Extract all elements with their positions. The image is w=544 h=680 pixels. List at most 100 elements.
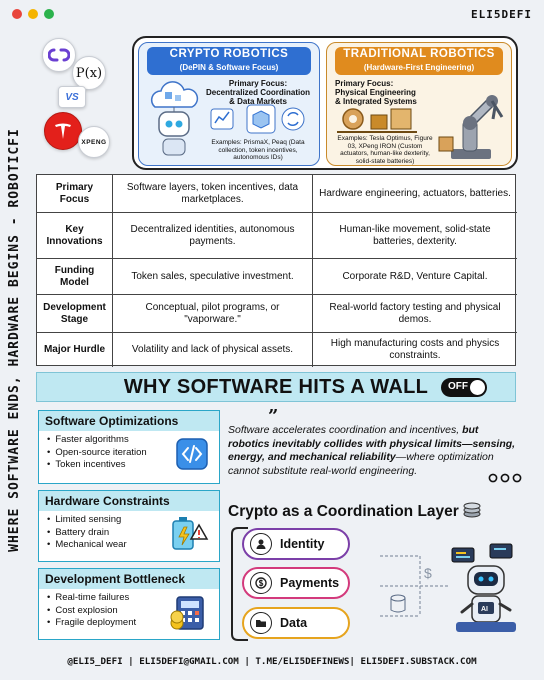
traditional-examples: Examples: Tesla Optimus, Figure 03, XPen… (337, 135, 433, 165)
side-vertical-label: WHERE SOFTWARE ENDS, HARDWARE BEGINS - R… (7, 128, 22, 552)
tesla-logo (44, 112, 82, 150)
off-toggle[interactable]: OFF (441, 378, 487, 397)
calculator-coins-icon (170, 596, 204, 630)
table-row: Funding Model Token sales, speculative i… (37, 259, 517, 295)
prismax-logo (42, 38, 76, 72)
crypto-cell: Software layers, token incentives, data … (113, 175, 313, 212)
toggle-knob (470, 380, 485, 395)
maximize-window-dot[interactable] (44, 9, 54, 19)
infinity-link-icon (48, 48, 70, 62)
crypto-title: CRYPTO ROBOTICS (169, 48, 289, 60)
list-item: Fragile deployment (47, 617, 219, 630)
traditional-subtitle: (Hardware-First Engineering) (363, 63, 475, 72)
table-row: Key Innovations Decentralized identities… (37, 213, 517, 259)
traditional-cell: Hardware engineering, actuators, batteri… (319, 187, 511, 199)
traditional-cell: High manufacturing costs and physics con… (330, 338, 500, 361)
traditional-focus: Primary Focus: Physical Engineering & In… (335, 79, 417, 106)
pill-label: Identity (280, 537, 325, 551)
footer-contact: @ELI5_DEFI | ELI5DEFI@GMAIL.COM | T.ME/E… (67, 656, 477, 667)
card-title: Development Bottleneck (39, 569, 219, 589)
card-list: Real-time failures Cost explosion Fragil… (39, 589, 219, 630)
pill-label: Data (280, 616, 308, 630)
list-item: Open-source iteration (47, 447, 219, 460)
traditional-title: TRADITIONAL ROBOTICS (343, 48, 495, 60)
row-label: Development Stage (37, 295, 113, 332)
data-pill: Data (242, 607, 350, 639)
svg-text:AI: AI (481, 606, 488, 613)
quote-text: Software accelerates coordination and in… (228, 424, 518, 478)
coordination-title-text: Crypto as a Coordination Layer (228, 503, 459, 520)
crypto-robotics-column: CRYPTO ROBOTICS (DePIN & Software Focus)… (138, 42, 320, 166)
battery-warning-icon (172, 517, 209, 550)
pill-label: Payments (280, 576, 340, 590)
traditional-cell: Corporate R&D, Venture Capital. (342, 270, 488, 282)
list-item: Limited sensing (47, 514, 219, 527)
table-row: Major Hurdle Volatility and lack of phys… (37, 333, 517, 367)
development-bottleneck-card: Development Bottleneck Real-time failure… (38, 568, 220, 640)
virtuals-logo: VS (58, 86, 86, 108)
list-item: Token incentives (47, 459, 219, 472)
network-robot-illustration: $ AI (380, 543, 516, 632)
quote-lead: Software accelerates coordination and in… (228, 424, 463, 436)
section-banner: WHY SOFTWARE HITS A WALL OFF (36, 372, 516, 402)
table-row: Primary Focus Software layers, token inc… (37, 175, 517, 213)
code-window-icon (176, 438, 208, 470)
crypto-cell: Conceptual, pilot programs, or "vaporwar… (113, 295, 313, 332)
vs-glyph: VS (65, 91, 79, 103)
crypto-cell: Token sales, speculative investment. (113, 259, 313, 294)
row-label: Primary Focus (37, 175, 113, 212)
card-title: Software Optimizations (39, 411, 219, 431)
data-folder-icon (250, 612, 272, 634)
traditional-cell: Human-like movement, solid-state batteri… (339, 223, 491, 247)
crypto-cell: Volatility and lack of physical assets. (113, 333, 313, 367)
crypto-examples: Examples: PrismaX, Peaq (Data collection… (211, 139, 305, 161)
row-label: Major Hurdle (37, 333, 113, 367)
quote-bold: but robotics inevitably collides with ph… (228, 424, 516, 463)
table-row: Development Stage Conceptual, pilot prog… (37, 295, 517, 333)
crypto-cell: Decentralized identities, autonomous pay… (113, 213, 313, 258)
quote-tail: —where optimization cannot substitute re… (228, 451, 494, 477)
crypto-subtitle: (DePIN & Software Focus) (179, 63, 279, 72)
coin-stack-icon (463, 502, 481, 518)
quote-mark: ” (268, 406, 279, 427)
dollar-coin-icon (250, 572, 272, 594)
minimize-window-dot[interactable] (28, 9, 38, 19)
p-x-glyph: P(x) (75, 65, 103, 81)
comparison-panel: CRYPTO ROBOTICS (DePIN & Software Focus)… (132, 36, 518, 170)
traditional-cell: Real-world factory testing and physical … (329, 301, 501, 325)
card-title: Hardware Constraints (39, 491, 219, 511)
banner-title: WHY SOFTWARE HITS A WALL (123, 375, 429, 398)
close-window-dot[interactable] (12, 9, 22, 19)
software-optimizations-card: Software Optimizations Faster algorithms… (38, 410, 220, 484)
identity-pill: Identity (242, 528, 350, 560)
toggle-label: OFF (448, 381, 468, 392)
layer-bracket (231, 527, 248, 641)
peaq-logo: P(x) (72, 56, 106, 90)
xpeng-mark-icon: XPENG (81, 138, 107, 146)
cloud-robot-illustration (150, 81, 199, 156)
more-dots-icon[interactable] (488, 473, 522, 483)
identity-badge-icon (250, 533, 272, 555)
crypto-header: CRYPTO ROBOTICS (DePIN & Software Focus) (147, 47, 311, 75)
data-market-illustration (210, 104, 305, 134)
coordination-title: Crypto as a Coordination Layer (228, 502, 481, 521)
card-list: Faster algorithms Open-source iteration … (39, 431, 219, 472)
list-item: Faster algorithms (47, 434, 219, 447)
window-top-bar: ELI5DEFI (0, 0, 544, 30)
crypto-focus: Primary Focus: Decentralized Coordinatio… (205, 79, 310, 106)
payments-pill: Payments (242, 567, 350, 599)
list-item: Cost explosion (47, 605, 219, 618)
robot-arm-illustration (438, 95, 504, 159)
list-item: Mechanical wear (47, 539, 219, 552)
tesla-t-icon (55, 123, 71, 139)
xpeng-logo: XPENG (78, 126, 110, 158)
list-item: Battery drain (47, 527, 219, 540)
brand-mark: ELI5DEFI (471, 8, 532, 21)
list-item: Real-time failures (47, 592, 219, 605)
row-label: Key Innovations (37, 213, 113, 258)
comparison-table: Primary Focus Software layers, token inc… (36, 174, 517, 367)
hardware-constraints-card: Hardware Constraints Limited sensing Bat… (38, 490, 220, 562)
row-label: Funding Model (37, 259, 113, 294)
card-list: Limited sensing Battery drain Mechanical… (39, 511, 219, 552)
factory-gears-illustration (337, 108, 417, 133)
